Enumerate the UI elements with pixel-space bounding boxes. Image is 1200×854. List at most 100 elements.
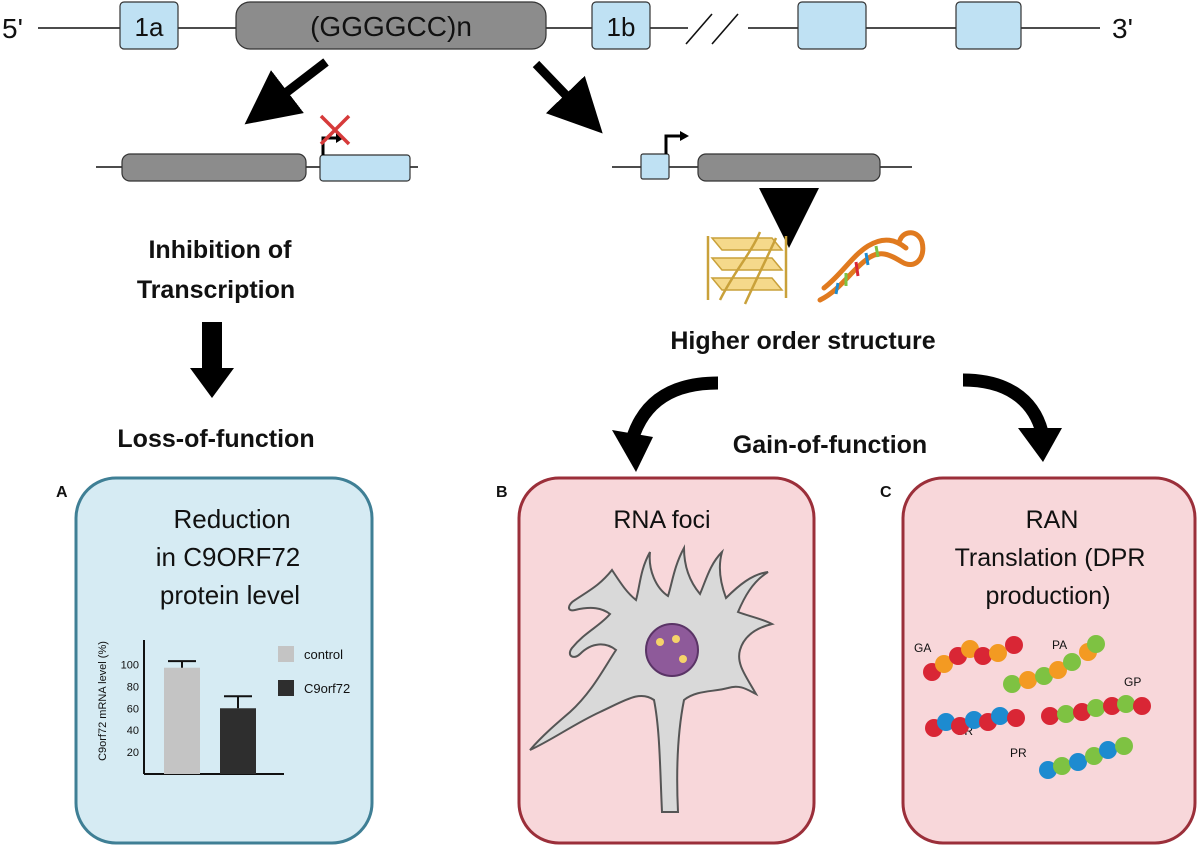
amino-acid-bead — [1073, 703, 1091, 721]
chart-bar-control — [164, 667, 200, 774]
dpr-chain-pa — [1003, 635, 1105, 693]
panel-c-line3: production) — [985, 582, 1110, 610]
amino-acid-bead — [1087, 635, 1105, 653]
inhibition-title-line2: Transcription — [137, 276, 295, 304]
panel-a-line2: in C9ORF72 — [156, 542, 301, 572]
higher-order-title: Higher order structure — [670, 327, 935, 355]
amino-acid-bead — [1003, 675, 1021, 693]
amino-acid-bead — [1005, 636, 1023, 654]
amino-acid-bead — [991, 707, 1009, 725]
chart-y-tick-label: 60 — [127, 703, 139, 715]
rna-helix-icon — [817, 230, 926, 303]
amino-acid-bead — [1049, 661, 1067, 679]
rna-focus — [679, 655, 687, 663]
amino-acid-bead — [951, 717, 969, 735]
amino-acid-bead — [1007, 709, 1025, 727]
exon-1b — [591, 1, 651, 50]
chart-y-axis-label: C9orf72 mRNA level (%) — [97, 641, 109, 761]
exon-1a-label: 1a — [135, 12, 164, 42]
promoter-arrow — [321, 136, 338, 155]
chart-legend-swatch — [278, 646, 294, 662]
curved-arrow-to-c — [962, 373, 1062, 462]
chart-y-tick-label: 100 — [121, 659, 139, 671]
repeat-block — [121, 153, 307, 182]
chart-legend-label: C9orf72 — [304, 681, 350, 696]
panel-a: A Reduction in C9ORF72 protein level — [56, 476, 374, 845]
panel-c: C RAN Translation (DPR production) GA PA… — [880, 476, 1197, 845]
rna-focus — [656, 638, 664, 646]
exon-1a — [119, 1, 179, 50]
amino-acid-bead — [965, 711, 983, 729]
arrow-down-left-head — [190, 368, 234, 398]
dpr-chain-ga — [923, 636, 1023, 681]
amino-acid-bead — [974, 647, 992, 665]
left-transcript-diagram — [96, 114, 418, 182]
chart-legend-label: control — [304, 647, 343, 662]
panel-b: B RNA foci — [496, 476, 816, 845]
chart-bar-c9orf72 — [220, 708, 256, 774]
amino-acid-bead — [1041, 707, 1059, 725]
exon-2 — [797, 1, 867, 50]
arrow-to-right-path — [532, 60, 603, 134]
dpr-chain-gp — [1041, 695, 1151, 725]
rna-focus — [672, 635, 680, 643]
promoter-arrow — [664, 134, 682, 154]
chart-y-tick-label: 40 — [127, 725, 139, 737]
exon-block — [319, 154, 411, 182]
dpr-label-pa: PA — [1052, 638, 1067, 652]
neuron-illustration — [529, 544, 775, 813]
panel-b-title: RNA foci — [613, 506, 710, 534]
amino-acid-bead — [935, 655, 953, 673]
amino-acid-bead — [1099, 741, 1117, 759]
panel-a-letter: A — [56, 484, 68, 501]
exon-block — [640, 153, 670, 180]
amino-acid-bead — [1087, 699, 1105, 717]
amino-acid-bead — [1053, 757, 1071, 775]
panel-c-line1: RAN — [1026, 506, 1079, 534]
dpr-label-pr: PR — [1010, 746, 1027, 760]
panel-c-letter: C — [880, 484, 892, 501]
panel-a-line3: protein level — [160, 580, 300, 610]
amino-acid-bead — [1103, 697, 1121, 715]
panel-a-line1: Reduction — [173, 504, 290, 534]
curved-arrow-to-b — [612, 376, 719, 472]
amino-acid-bead — [989, 644, 1007, 662]
five-prime-label: 5' — [2, 13, 23, 44]
amino-acid-bead — [1133, 697, 1151, 715]
panel-c-line2: Translation (DPR — [955, 544, 1146, 572]
amino-acid-bead — [1057, 705, 1075, 723]
amino-acid-bead — [937, 713, 955, 731]
amino-acid-bead — [1035, 667, 1053, 685]
panel-b-letter: B — [496, 484, 508, 501]
amino-acid-bead — [1019, 671, 1037, 689]
chart-legend-swatch — [278, 680, 294, 696]
gene-break-mark — [711, 13, 739, 45]
repeat-expansion — [235, 1, 547, 50]
dpr-label-gp: GP — [1124, 675, 1141, 689]
right-transcript-diagram — [612, 131, 912, 182]
inhibition-title-line1: Inhibition of — [148, 236, 292, 264]
dpr-chain-gr — [925, 707, 1025, 737]
chart-y-tick-label: 80 — [127, 681, 139, 693]
mrna-bar-chart: 20 40 60 80 100 C9orf72 mRNA level (%) control… — [97, 640, 350, 775]
chart-y-tick-label: 20 — [127, 747, 139, 759]
repeat-block — [697, 153, 881, 182]
gene-diagram: 5' 3' 1a (GGGGCC)n 1b — [2, 1, 1133, 50]
dpr-chains — [923, 635, 1151, 779]
blocked-x-icon — [319, 114, 351, 146]
g-quadruplex-icon — [706, 231, 788, 305]
panel-a-box — [74, 476, 374, 845]
dpr-label-ga: GA — [914, 641, 931, 655]
amino-acid-bead — [1117, 695, 1135, 713]
arrow-to-left-path — [244, 58, 329, 125]
amino-acid-bead — [1085, 747, 1103, 765]
amino-acid-bead — [1115, 737, 1133, 755]
gain-of-function-label: Gain-of-function — [733, 431, 927, 459]
three-prime-label: 3' — [1112, 13, 1133, 44]
exon-1b-label: 1b — [607, 12, 636, 42]
amino-acid-bead — [1039, 761, 1057, 779]
repeat-label: (GGGGCC)n — [310, 11, 472, 42]
amino-acid-bead — [1069, 753, 1087, 771]
dpr-chain-pr — [1039, 737, 1133, 779]
